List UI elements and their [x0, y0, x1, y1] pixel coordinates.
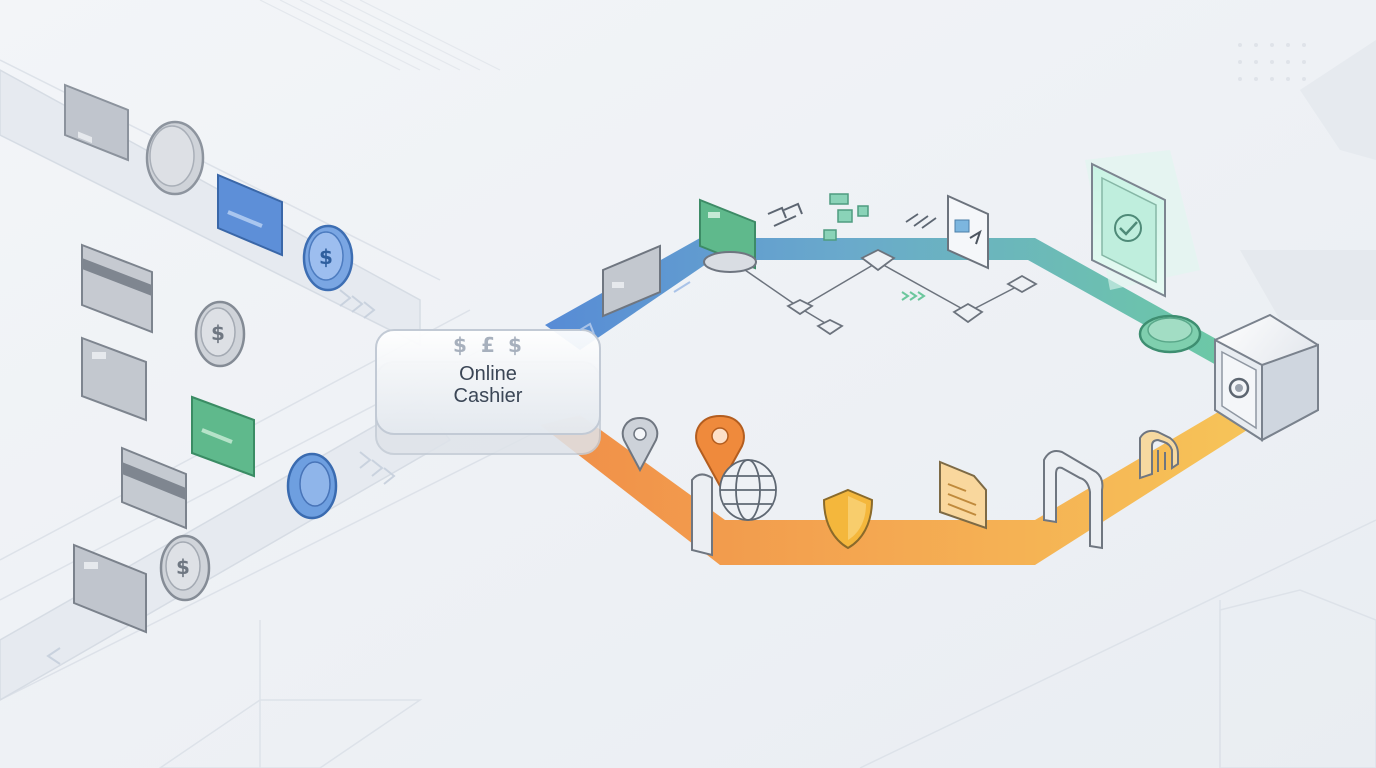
- background-panel: [1240, 250, 1376, 320]
- dollar-coin-icon: $: [194, 300, 246, 368]
- currency-symbol: $: [453, 333, 467, 357]
- approval-route: [545, 238, 1218, 366]
- currency-symbol: £: [481, 333, 495, 357]
- coin-currency-label: $: [211, 321, 225, 345]
- coin-currency-label: $: [176, 555, 190, 579]
- document-icon: [939, 460, 987, 530]
- hub-title-line2: Cashier: [454, 385, 523, 407]
- credit-card-icon: [191, 395, 255, 478]
- coin-icon: [703, 251, 757, 273]
- coin-currency-label: $: [319, 245, 333, 269]
- credit-card-icon: [217, 173, 283, 257]
- coin-icon: [1138, 314, 1202, 354]
- hatch-pattern: [259, 0, 501, 71]
- transfer-arrows-icon: [767, 202, 803, 227]
- dollar-coin-icon: $: [302, 224, 354, 292]
- gate-icon: [1139, 429, 1179, 480]
- coin-icon: [286, 452, 338, 520]
- check-screen-icon: [1085, 150, 1200, 298]
- globe-icon: [719, 459, 777, 521]
- currency-symbol: $: [508, 333, 522, 357]
- motion-lines-icon: [905, 213, 937, 229]
- credit-card-icon: [602, 244, 661, 318]
- data-blocks-icon: [823, 193, 869, 241]
- verification-route: [540, 405, 1255, 565]
- motion-arrows-icon: [901, 291, 926, 301]
- hub-title-line1: Online: [459, 363, 517, 385]
- gate-post: [691, 473, 713, 557]
- gate-icon: [1043, 450, 1104, 550]
- credit-card-icon: [699, 198, 756, 270]
- credit-card-icon: [121, 446, 187, 530]
- route-direction-arrows: [579, 281, 691, 335]
- network-node-icon: [786, 248, 1038, 336]
- dot-grid: [1238, 43, 1306, 81]
- background-panel: [1300, 40, 1376, 160]
- verification-route-items: [621, 414, 1179, 557]
- location-pin-icon: [621, 416, 659, 473]
- credit-card-icon: [81, 336, 147, 422]
- credit-card-icon: [64, 83, 129, 162]
- coin-icon: [145, 120, 205, 196]
- credit-card-icon: [73, 543, 147, 634]
- dollar-coin-icon: $: [159, 534, 211, 602]
- online-cashier-hub: $ £ $ Online Cashier: [375, 329, 601, 455]
- approval-route-items: [602, 193, 1202, 354]
- input-payment-items: $ $ $: [64, 83, 354, 634]
- credit-card-icon: [81, 243, 153, 334]
- document-transfer-icon: [947, 194, 989, 270]
- shield-icon: [822, 488, 874, 550]
- safe-vault-icon: [1214, 313, 1319, 442]
